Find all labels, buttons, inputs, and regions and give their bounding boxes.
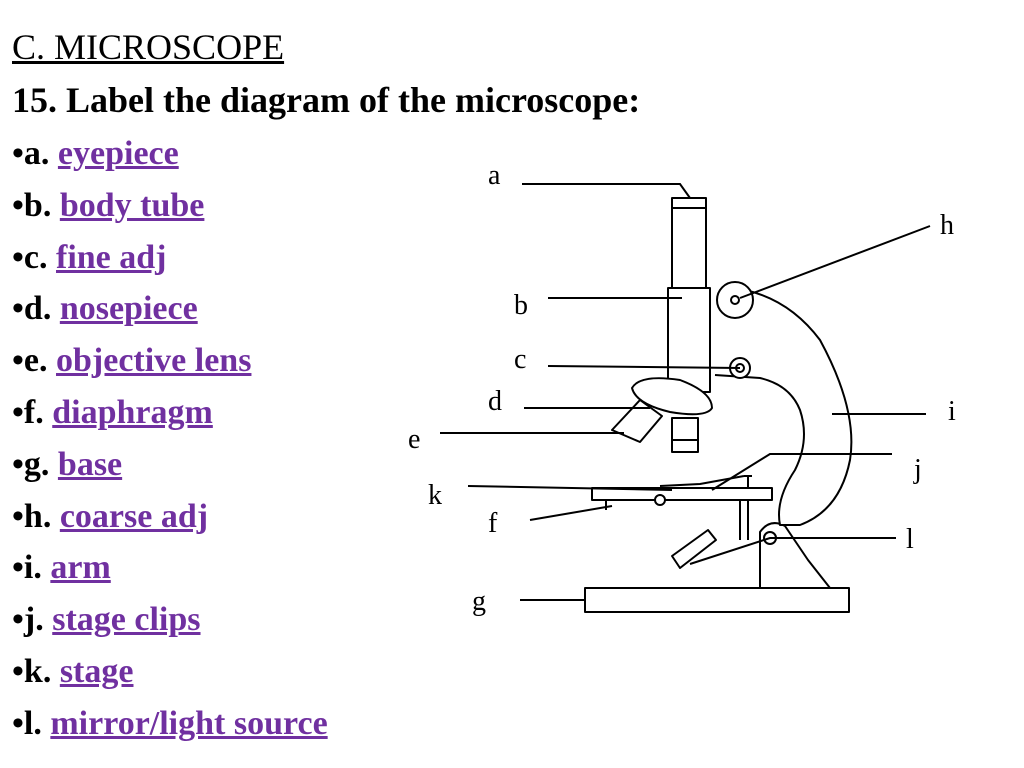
diagram-label-k: k bbox=[428, 480, 442, 511]
diagram-label-j: j bbox=[913, 454, 922, 485]
item-letter-f: f bbox=[23, 393, 36, 431]
answer-item-f: •f. diaphragm bbox=[12, 393, 213, 431]
diagram-label-h: h bbox=[940, 210, 954, 241]
item-letter-e: e bbox=[23, 342, 39, 380]
objective-lens-left bbox=[611, 399, 663, 443]
item-answer-b: body tube bbox=[59, 186, 205, 224]
eyepiece-shape bbox=[671, 197, 707, 291]
answer-list: •a. eyepiece •b. body tube •c. fine adj … bbox=[12, 128, 328, 750]
answer-item-g: •g. base bbox=[12, 445, 123, 483]
item-answer-l: mirror/light source bbox=[50, 704, 328, 742]
answer-item-b: •b. body tube bbox=[12, 186, 205, 224]
answer-item-j: •j. stage clips bbox=[12, 601, 201, 639]
question-prompt: 15. Label the diagram of the microscope: bbox=[12, 80, 641, 120]
diagram-label-d: d bbox=[488, 386, 502, 417]
leader-line-a bbox=[522, 183, 691, 199]
diagram-label-f: f bbox=[488, 508, 498, 539]
answer-item-a: •a. eyepiece bbox=[12, 135, 179, 172]
diagram-labels: a b c d e f g h i j k l bbox=[408, 160, 956, 617]
item-letter-h: h bbox=[23, 497, 43, 535]
section-heading: C. MICROSCOPE bbox=[12, 27, 285, 67]
leader-line-l bbox=[689, 537, 896, 565]
mirror-shape bbox=[671, 529, 717, 569]
diagram-label-c: c bbox=[514, 344, 526, 375]
microscope-drawing bbox=[584, 197, 853, 613]
item-letter-c: c bbox=[23, 238, 39, 276]
arm-pillar bbox=[759, 522, 831, 589]
item-letter-k: k bbox=[23, 652, 43, 690]
stage-shape bbox=[591, 487, 773, 501]
diagram-label-e: e bbox=[408, 424, 420, 455]
item-answer-k: stage bbox=[59, 652, 134, 690]
diagram-label-l: l bbox=[906, 524, 914, 555]
nosepiece-shape bbox=[631, 377, 713, 416]
leader-line-k bbox=[467, 485, 673, 491]
item-letter-d: d bbox=[23, 290, 43, 328]
answer-item-i: •i. arm bbox=[12, 549, 111, 587]
item-letter-a: a bbox=[23, 135, 41, 172]
diagram-label-a: a bbox=[488, 160, 501, 191]
answer-item-l: •l. mirror/light source bbox=[12, 704, 328, 742]
item-letter-g: g bbox=[23, 445, 41, 483]
body-tube-shape bbox=[667, 287, 711, 393]
item-answer-h: coarse adj bbox=[59, 497, 209, 535]
leader-lines bbox=[440, 183, 931, 601]
answer-item-e: •e. objective lens bbox=[12, 342, 252, 380]
item-letter-l: l bbox=[23, 704, 34, 742]
item-answer-g: base bbox=[57, 445, 123, 483]
item-answer-j: stage clips bbox=[52, 601, 201, 639]
microscope-arm bbox=[714, 289, 853, 526]
item-answer-e: objective lens bbox=[56, 342, 252, 380]
item-answer-d: nosepiece bbox=[59, 290, 198, 328]
answer-item-d: •d. nosepiece bbox=[12, 290, 198, 328]
leader-line-c bbox=[547, 365, 741, 369]
item-answer-f: diaphragm bbox=[52, 393, 213, 431]
item-letter-b: b bbox=[23, 186, 43, 224]
answer-item-c: •c. fine adj bbox=[12, 238, 167, 276]
diaphragm-shape bbox=[654, 494, 666, 506]
microscope-base bbox=[584, 587, 850, 613]
item-letter-j: j bbox=[23, 601, 36, 639]
item-letter-i: i bbox=[23, 549, 34, 587]
leader-line-f bbox=[529, 505, 613, 521]
leader-line-h bbox=[739, 225, 931, 299]
leader-line-j bbox=[711, 453, 892, 491]
answer-item-k: •k. stage bbox=[12, 652, 134, 690]
objective-lens-center bbox=[671, 417, 699, 453]
diagram-label-b: b bbox=[514, 290, 528, 321]
diagram-label-g: g bbox=[472, 586, 486, 617]
answer-item-h: •h. coarse adj bbox=[12, 497, 209, 535]
item-answer-i: arm bbox=[50, 549, 111, 587]
coarse-knob-center bbox=[730, 295, 740, 305]
diagram-label-i: i bbox=[948, 396, 956, 427]
item-answer-c: fine adj bbox=[56, 238, 167, 276]
item-answer-a: eyepiece bbox=[57, 135, 179, 172]
